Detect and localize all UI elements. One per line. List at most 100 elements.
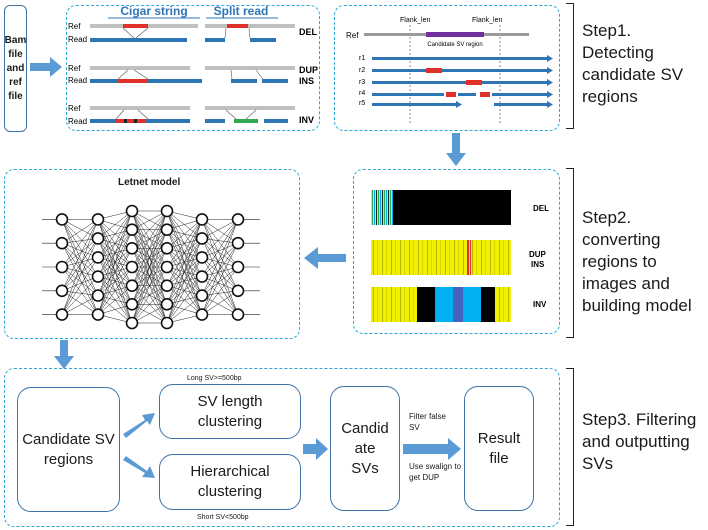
nn-edge <box>166 219 203 249</box>
read-r5: r5 <box>359 100 365 107</box>
panel-model <box>4 169 300 339</box>
candidate-regions-label: Candidate SV regions <box>22 430 115 468</box>
length-clustering-box: SV length clustering <box>159 384 301 439</box>
nn-node <box>125 279 139 292</box>
nn-node <box>91 251 105 264</box>
image-dup-label: DUP <box>529 250 547 259</box>
image-ins-label: INS <box>531 260 545 269</box>
nn-edge <box>61 243 99 315</box>
nn-edge <box>61 276 99 315</box>
nn-edge <box>201 242 239 258</box>
arrow-input-to-panel1 <box>30 57 62 77</box>
nn-edge <box>201 276 239 292</box>
nn-edge <box>131 210 168 268</box>
nn-node <box>195 232 209 245</box>
nn-edge <box>201 238 239 268</box>
model-title: Letnet model <box>118 177 181 188</box>
nn-edge <box>166 219 203 286</box>
nn-edge <box>166 238 203 324</box>
input-files-label: Bam file and ref file <box>4 34 27 102</box>
arrow-regions-to-hier <box>123 456 155 478</box>
length-clustering-label: SV length clustering <box>197 392 263 430</box>
step2-label: Step2. converting regions to images and … <box>582 208 692 315</box>
hier-clustering-label: Hierarchical clustering <box>190 463 270 500</box>
nn-edge <box>97 266 133 315</box>
arrow-panel3-to-panel4 <box>304 247 346 269</box>
nn-edge <box>97 210 133 239</box>
nn-edge <box>166 257 203 324</box>
step2-bracket <box>566 168 574 338</box>
nn-edge <box>201 243 239 296</box>
nn-edge <box>131 210 168 286</box>
nn-node <box>160 298 174 311</box>
nn-node <box>231 284 245 298</box>
nn-edge <box>201 219 239 277</box>
read-r1: r1 <box>359 55 365 62</box>
flank-left-label: Flank_len <box>400 17 430 24</box>
neural-network <box>42 204 260 330</box>
hier-clustering-box: Hierarchical clustering <box>159 454 301 510</box>
result-file-label: Result file <box>477 429 521 467</box>
nn-node <box>195 289 209 302</box>
nn-node <box>125 298 139 311</box>
nn-edge <box>131 248 168 324</box>
nn-node <box>55 213 69 226</box>
nn-node <box>231 213 245 226</box>
nn-edge <box>131 285 168 324</box>
ins-label: INS <box>299 76 314 86</box>
sv-images: DEL DUP INS INV <box>371 190 549 322</box>
read-r2: r2 <box>359 67 365 74</box>
nn-node <box>91 270 105 283</box>
nn-node <box>55 308 69 321</box>
arrow-panel2-to-panel3 <box>446 133 466 166</box>
nn-edge <box>97 210 133 296</box>
nn-node <box>195 213 209 226</box>
nn-node <box>231 260 245 274</box>
ref-label: Ref <box>68 22 81 31</box>
nn-node <box>55 236 69 250</box>
step1-label: Step1. Detecting candidate SV regions <box>582 21 684 106</box>
nn-node <box>195 270 209 283</box>
cigar-title: Cigar string <box>120 5 187 18</box>
nn-node <box>125 260 139 274</box>
nn-edge <box>61 219 99 268</box>
candidate-regions-box: Candidate SV regions <box>17 387 120 512</box>
nn-edge <box>97 210 133 258</box>
panel-images <box>353 169 560 334</box>
nn-edge <box>166 219 203 268</box>
image-inv-label: INV <box>533 300 547 309</box>
split-title: Split read <box>214 5 269 18</box>
nn-edge <box>131 304 168 324</box>
nn-edge <box>131 229 168 324</box>
step3-label: Step3. Filtering and outputting SVs <box>582 410 697 473</box>
candidate-svs-box: Candid ate SVs <box>330 386 400 511</box>
nn-node <box>231 236 245 250</box>
nn-edge <box>61 219 99 244</box>
flank-right-label: Flank_len <box>472 17 502 24</box>
nn-edge <box>166 219 203 305</box>
nn-edge <box>201 219 239 258</box>
nn-node <box>160 316 174 330</box>
nn-edge <box>201 266 239 315</box>
candidate-svs-label: Candid ate SVs <box>341 419 389 477</box>
nn-edge <box>61 243 99 296</box>
nn-node <box>55 284 69 298</box>
nn-node <box>195 251 209 264</box>
nn-edge <box>61 290 99 315</box>
nn-edge <box>131 210 168 230</box>
nn-node <box>160 279 174 292</box>
nn-edge <box>61 238 99 291</box>
read-label: Read <box>68 117 87 126</box>
nn-edge <box>61 238 99 268</box>
nn-edge <box>201 219 239 244</box>
nn-node <box>91 289 105 302</box>
nn-edge <box>131 210 168 249</box>
nn-edge <box>201 219 239 291</box>
candidate-region-diagram: Flank_len Flank_len Ref Candidate SV reg… <box>346 17 553 125</box>
nn-edge <box>97 248 133 315</box>
nn-node <box>125 242 139 255</box>
filter-label: Filter false SV <box>409 412 446 432</box>
nn-node <box>91 308 105 321</box>
nn-edge <box>131 266 168 324</box>
